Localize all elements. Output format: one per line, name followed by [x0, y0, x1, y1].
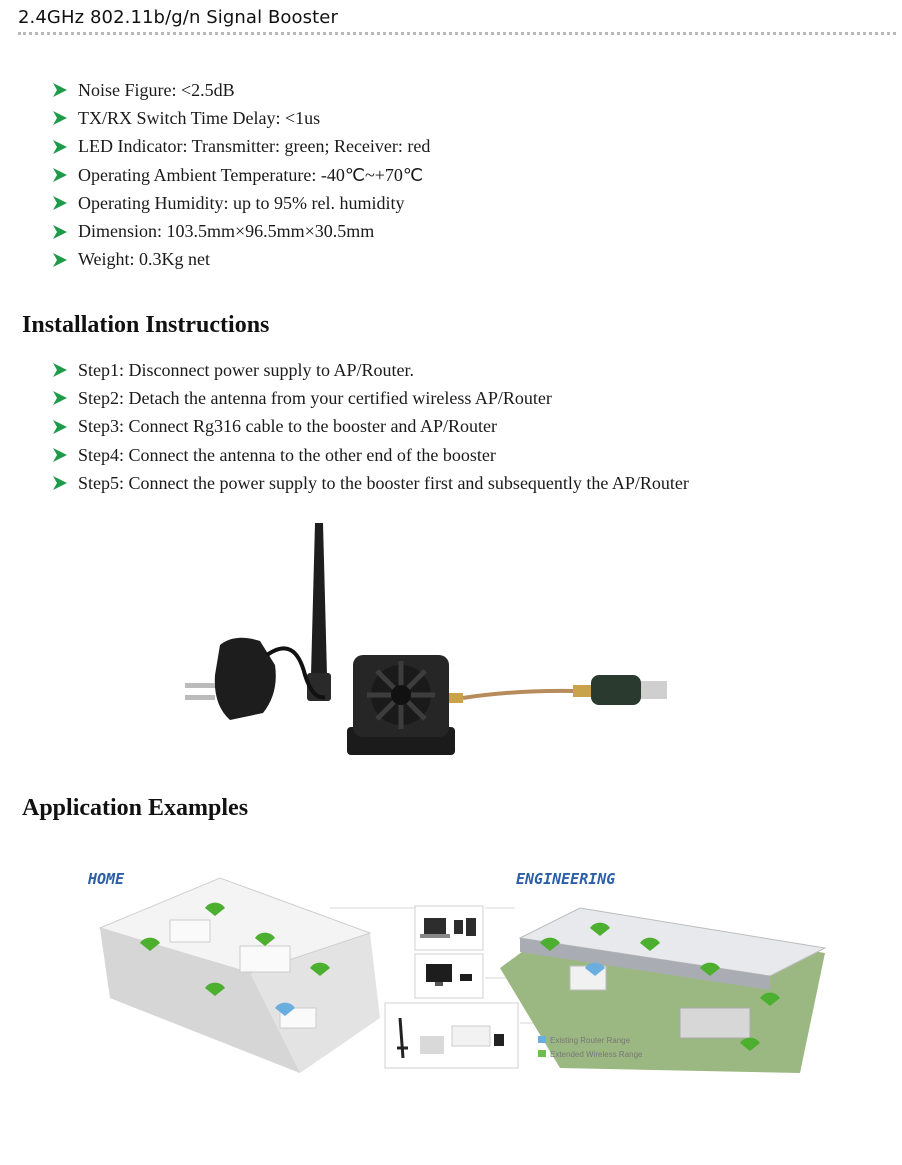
antenna — [307, 523, 331, 701]
legend-existing-swatch — [538, 1036, 546, 1043]
arrow-bullet-icon — [53, 139, 67, 154]
home-floorplan-illustration — [98, 877, 380, 1073]
header-dotted-divider — [18, 32, 896, 35]
spec-text: Noise Figure: <2.5dB — [78, 79, 235, 100]
installation-steps-list: Step1: Disconnect power supply to AP/Rou… — [52, 356, 689, 497]
spec-text: Dimension: 103.5mm×96.5mm×30.5mm — [78, 221, 375, 242]
arrow-bullet-icon — [53, 476, 67, 491]
laptop-tablet-box — [414, 905, 484, 951]
step-item: Step4: Connect the antenna to the other … — [52, 441, 689, 469]
spec-item: TX/RX Switch Time Delay: <1us — [52, 104, 430, 132]
arrow-bullet-icon — [53, 83, 67, 98]
product-photo — [185, 523, 667, 755]
spec-text: Weight: 0.3Kg net — [78, 249, 211, 270]
arrow-bullet-icon — [53, 363, 67, 378]
application-heading: Application Examples — [22, 795, 249, 821]
engineering-factory-illustration — [500, 907, 827, 1073]
home-label: HOME — [87, 870, 125, 888]
spec-item: Weight: 0.3Kg net — [52, 246, 430, 274]
usb-adapter — [449, 675, 667, 705]
step-text: Step4: Connect the antenna to the other … — [78, 444, 496, 465]
legend-existing-label: Existing Router Range — [550, 1036, 631, 1045]
specs-list: Noise Figure: <2.5dB TX/RX Switch Time D… — [52, 76, 430, 274]
booster-box — [347, 655, 455, 755]
arrow-bullet-icon — [53, 111, 67, 126]
spec-text: LED Indicator: Transmitter: green; Recei… — [78, 136, 431, 157]
spec-text: Operating Ambient Temperature: -40℃~+70℃ — [78, 164, 424, 185]
spec-item: Noise Figure: <2.5dB — [52, 76, 430, 104]
step-text: Step2: Detach the antenna from your cert… — [78, 387, 552, 408]
application-examples-figure: HOME ENGINEERING — [87, 870, 827, 1073]
spec-text: Operating Humidity: up to 95% rel. humid… — [78, 192, 405, 213]
legend-extended-swatch — [538, 1050, 546, 1057]
spec-item: Operating Ambient Temperature: -40℃~+70℃ — [52, 161, 430, 189]
page-title: 2.4GHz 802.11b/g/n Signal Booster — [18, 7, 338, 28]
engineering-label: ENGINEERING — [516, 870, 615, 888]
connector-lines — [330, 907, 600, 1024]
arrow-bullet-icon — [53, 391, 67, 406]
spec-item: LED Indicator: Transmitter: green; Recei… — [52, 133, 430, 161]
arrow-bullet-icon — [53, 419, 67, 434]
tv-box — [414, 953, 484, 999]
arrow-bullet-icon — [53, 252, 67, 267]
step-text: Step3: Connect Rg316 cable to the booste… — [78, 416, 497, 437]
step-text: Step5: Connect the power supply to the b… — [78, 472, 689, 493]
installation-heading: Installation Instructions — [22, 312, 270, 338]
spec-text: TX/RX Switch Time Delay: <1us — [78, 107, 321, 128]
legend: Existing Router Range Extended Wireless … — [538, 1036, 643, 1059]
arrow-bullet-icon — [53, 168, 67, 183]
step-item: Step1: Disconnect power supply to AP/Rou… — [52, 356, 689, 384]
arrow-bullet-icon — [53, 196, 67, 211]
step-item: Step2: Detach the antenna from your cert… — [52, 384, 689, 412]
power-adapter — [185, 637, 326, 720]
step-item: Step5: Connect the power supply to the b… — [52, 469, 689, 497]
booster-kit-box — [384, 1002, 519, 1069]
spec-item: Operating Humidity: up to 95% rel. humid… — [52, 189, 430, 217]
step-text: Step1: Disconnect power supply to AP/Rou… — [78, 359, 414, 380]
arrow-bullet-icon — [53, 448, 67, 463]
step-item: Step3: Connect Rg316 cable to the booste… — [52, 413, 689, 441]
spec-item: Dimension: 103.5mm×96.5mm×30.5mm — [52, 217, 430, 245]
arrow-bullet-icon — [53, 224, 67, 239]
legend-extended-label: Extended Wireless Range — [550, 1050, 643, 1059]
